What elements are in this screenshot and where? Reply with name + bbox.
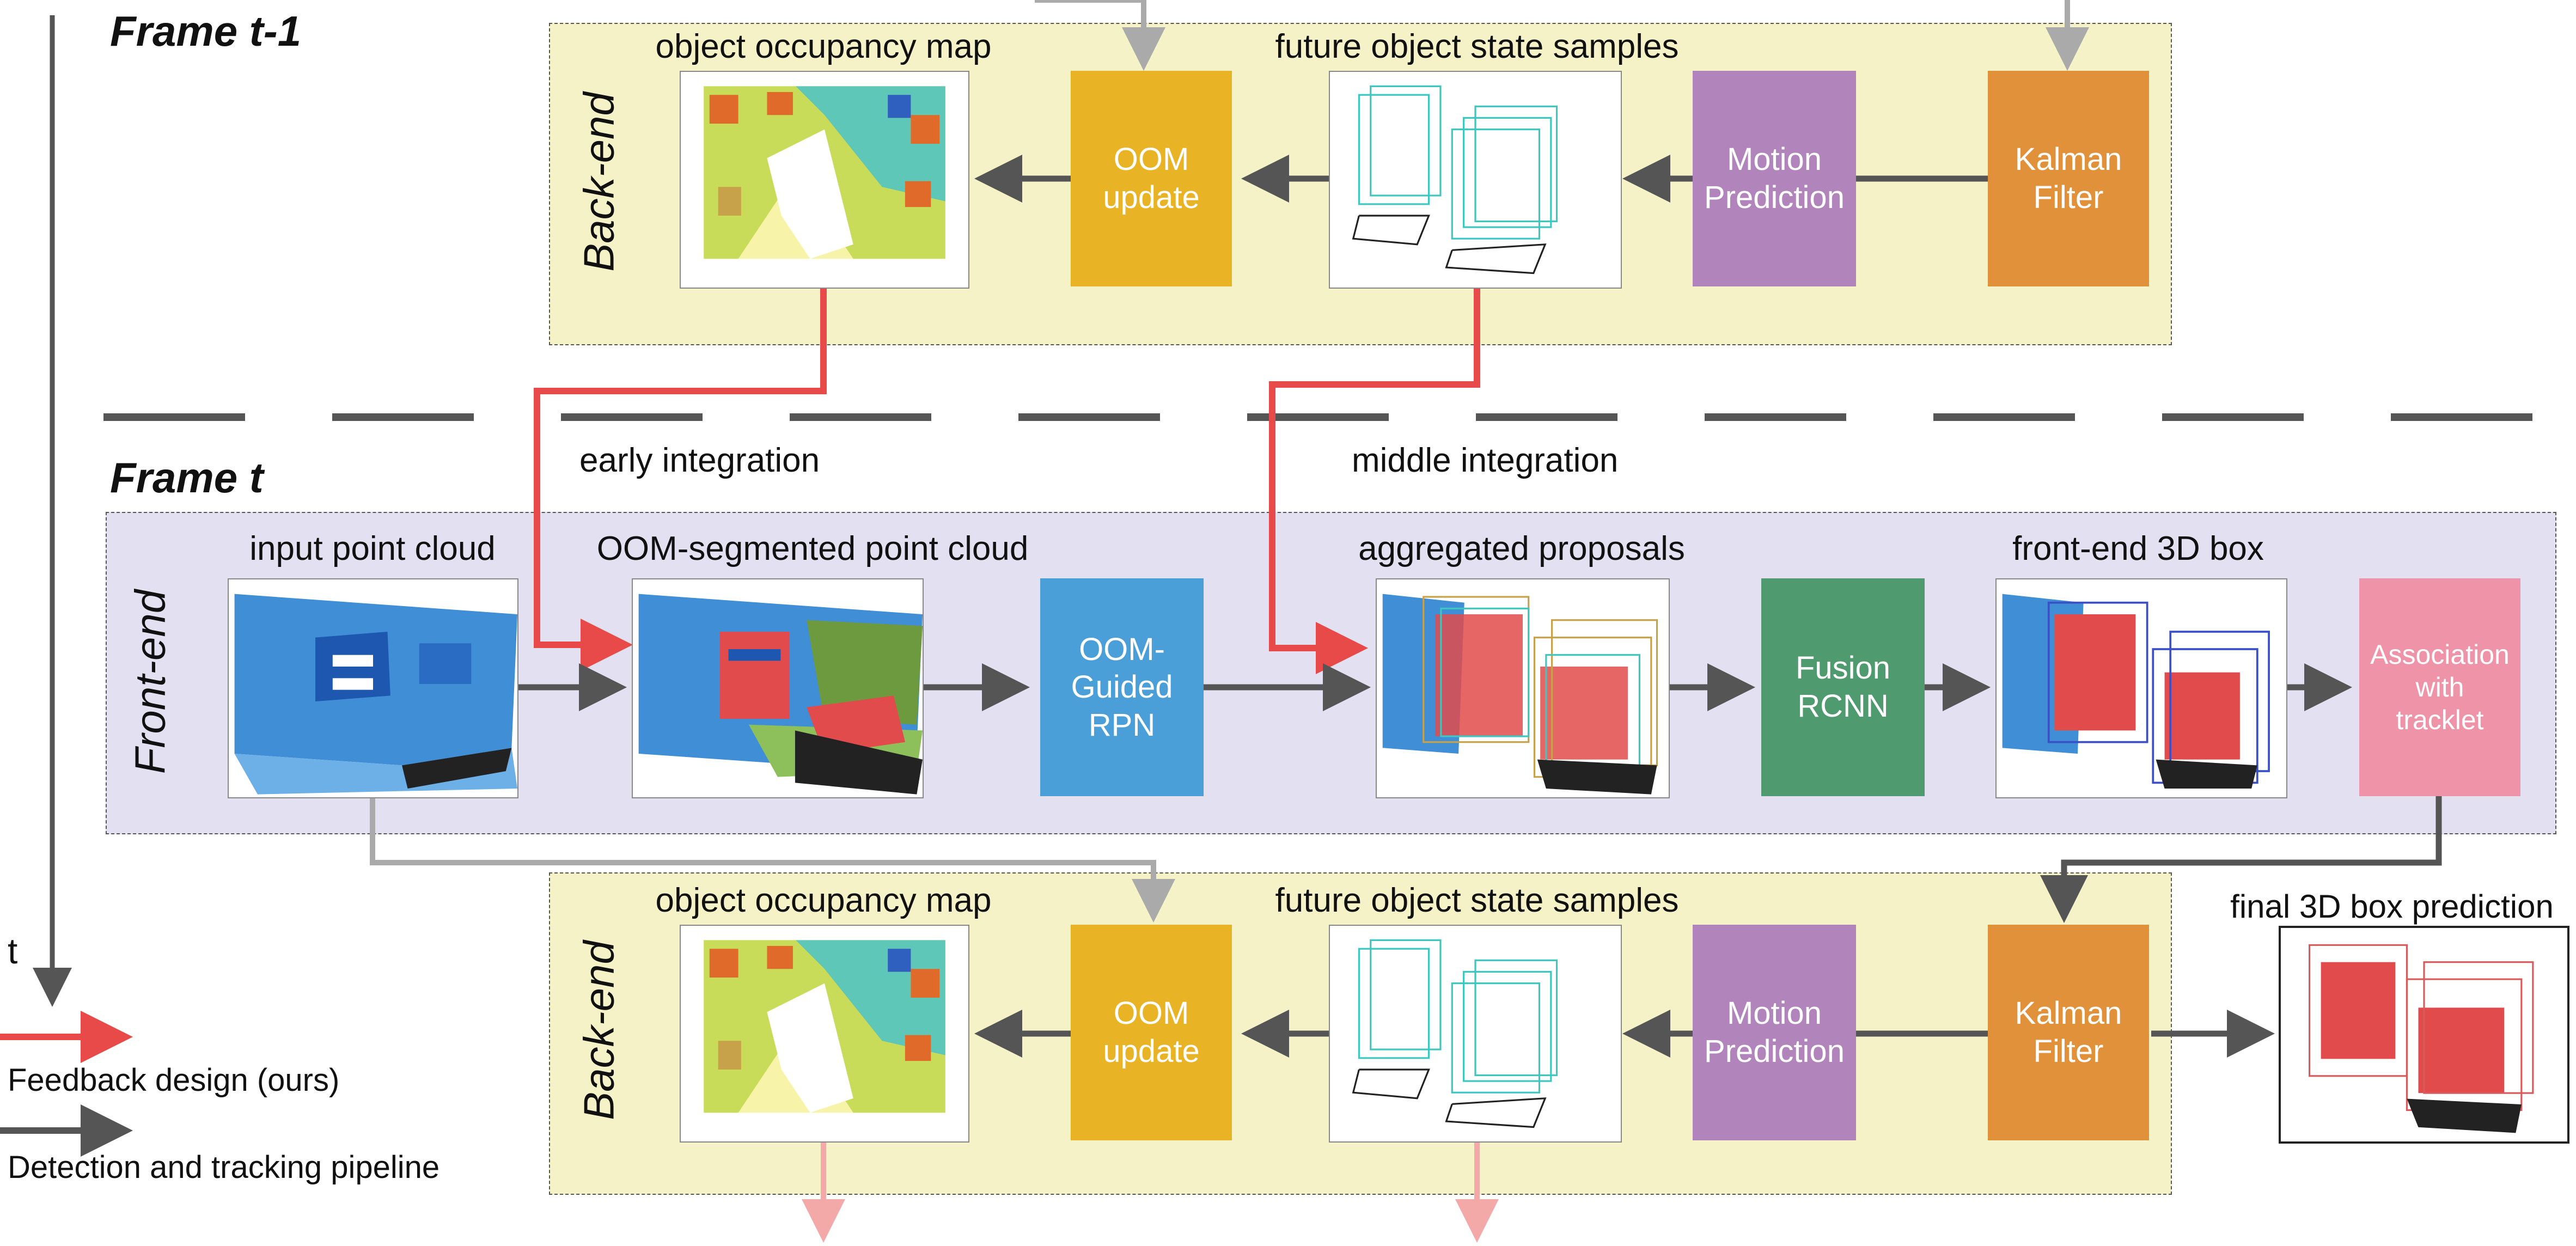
feedback-arrow-middle — [1269, 286, 1480, 674]
aggregated-proposals-icon — [1382, 594, 1658, 795]
samples-caption-prev: future object state samples — [1275, 28, 1679, 65]
samples-caption-curr: future object state samples — [1275, 882, 1679, 919]
time-label: t — [8, 931, 18, 971]
occupancy-caption-prev: object occupancy map — [655, 28, 992, 65]
segmented-cloud-icon — [638, 594, 923, 795]
state-samples-curr — [1329, 925, 1622, 1143]
occupancy-caption-curr: object occupancy map — [655, 882, 992, 919]
state-samples-icon — [1352, 939, 1558, 1128]
aggregated-caption: aggregated proposals — [1358, 530, 1685, 567]
final-prediction-icon — [2309, 944, 2534, 1133]
box-caption: front-end 3D box — [2012, 530, 2264, 567]
frame-prev-label: Frame t-1 — [110, 7, 302, 55]
motion-prediction-box-prev: Motion Prediction — [1693, 71, 1856, 286]
arrow-input-oom-prev — [1035, 0, 1165, 71]
oom-update-box-prev: OOM update — [1071, 71, 1232, 286]
early-integration-label: early integration — [579, 442, 820, 479]
kalman-filter-box-curr: Kalman Filter — [1988, 925, 2149, 1140]
arrow-input-to-oom-curr — [370, 796, 1175, 923]
feedback-arrow-early — [534, 286, 827, 671]
front-end-box-icon — [2002, 594, 2270, 789]
legend-feedback-label: Feedback design (ours) — [8, 1062, 340, 1098]
occupancy-map-prev — [680, 71, 969, 289]
motion-prediction-box-curr: Motion Prediction — [1693, 925, 1856, 1140]
oom-update-box-curr: OOM update — [1071, 925, 1232, 1140]
frame-curr-label: Frame t — [110, 454, 264, 502]
legend-pipeline-label: Detection and tracking pipeline — [8, 1150, 440, 1185]
occupancy-map-icon — [704, 940, 945, 1113]
segmented-caption: OOM-segmented point cloud — [596, 530, 1029, 567]
oom-guided-rpn-box: OOM- Guided RPN — [1040, 578, 1204, 796]
final-caption: final 3D box prediction — [2230, 888, 2554, 925]
middle-integration-label: middle integration — [1352, 442, 1619, 479]
final-3d-box-prediction — [2279, 926, 2569, 1144]
aggregated-proposals — [1376, 578, 1670, 798]
input-point-cloud — [228, 578, 518, 798]
front-end-3d-box — [1995, 578, 2287, 798]
point-cloud-icon — [234, 594, 517, 795]
state-samples-prev — [1329, 71, 1622, 289]
occupancy-map-curr — [680, 925, 969, 1143]
arrow-association-to-kalman — [2040, 796, 2442, 923]
state-samples-icon — [1352, 85, 1558, 274]
segmented-point-cloud — [632, 578, 924, 798]
association-box: Association with tracklet — [2359, 578, 2520, 796]
occupancy-map-icon — [704, 86, 945, 259]
input-caption: input point cloud — [249, 530, 496, 567]
fusion-rcnn-box: Fusion RCNN — [1761, 578, 1925, 796]
kalman-filter-box-prev: Kalman Filter — [1988, 71, 2149, 286]
